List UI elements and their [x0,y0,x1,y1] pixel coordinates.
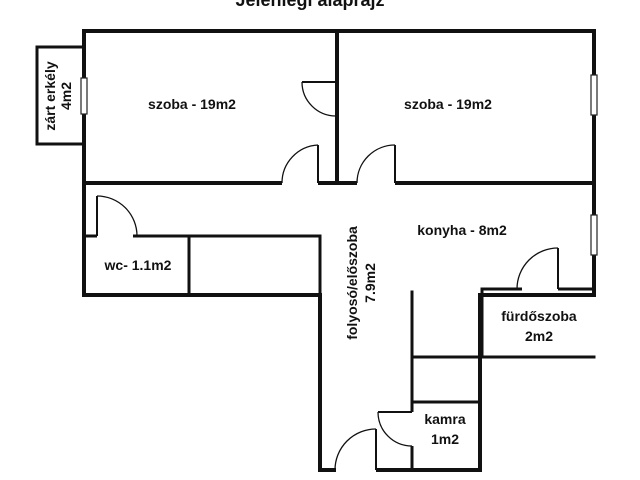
door-pantry [377,411,415,447]
windows [80,74,598,256]
label-pantry-area: 1m2 [431,431,459,447]
door-wc [96,195,138,239]
window-balcony [80,77,88,115]
window-room2 [590,74,598,116]
label-pantry-name: kamra [424,411,465,427]
label-bathroom-name: fürdőszoba [501,308,577,324]
door-room1 [281,144,319,186]
door-room1-upper [301,81,337,117]
plan-title: Jelenlegi alaprajz [235,0,384,10]
label-kitchen: konyha - 8m2 [417,222,507,238]
door-bathroom [516,247,559,292]
label-hallway-name: folyosó/előszoba [344,226,360,340]
label-wc: wc- 1.1m2 [104,257,172,273]
label-balcony-name: zárt erkély [42,61,58,130]
door-entrance [334,428,377,473]
window-kitchen [590,214,598,256]
doors [96,81,559,473]
outer-walls [82,29,596,472]
label-hallway-area: 7.9m2 [362,263,378,303]
door-room2 [356,144,396,186]
label-room2: szoba - 19m2 [404,96,492,112]
label-room1: szoba - 19m2 [148,96,236,112]
label-balcony-area: 4m2 [58,82,74,110]
label-bathroom-area: 2m2 [525,328,553,344]
room-labels: zárt erkély 4m2 szoba - 19m2 szoba - 19m… [42,61,577,447]
